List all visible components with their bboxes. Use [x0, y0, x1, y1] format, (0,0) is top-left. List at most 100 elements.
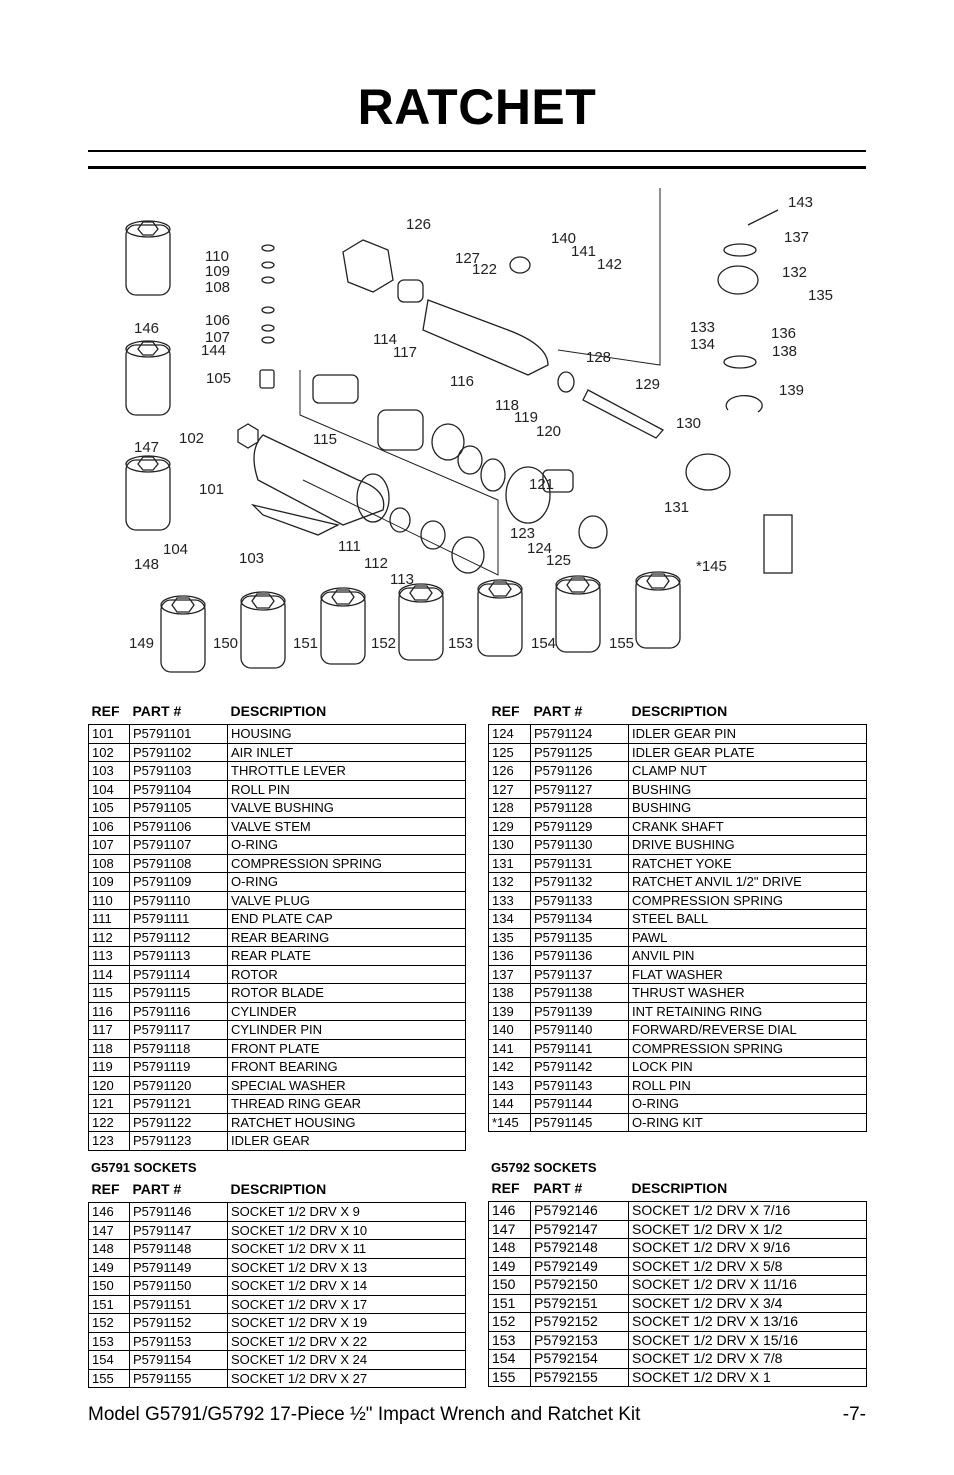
part-number-cell: P5791107	[129, 835, 228, 855]
description-cell: COMPRESSION SPRING	[227, 853, 466, 873]
description-cell: REAR PLATE	[227, 946, 466, 966]
cylinder-drawing	[377, 409, 424, 451]
part-header: PART #	[533, 1180, 583, 1196]
description-cell: BUSHING	[628, 779, 867, 799]
ref-cell: 135	[488, 927, 531, 947]
part-number-cell: P5792146	[530, 1201, 629, 1221]
part-number-cell: P5791141	[530, 1038, 629, 1058]
description-cell: SOCKET 1/2 DRV X 7/16	[628, 1201, 867, 1221]
ref-header: REF	[91, 1181, 120, 1197]
description-cell: FORWARD/REVERSE DIAL	[628, 1020, 867, 1040]
part-callout-label: 148	[134, 556, 159, 573]
thrust-washer-drawing	[723, 355, 757, 369]
part-number-cell: P5791101	[129, 724, 228, 744]
air-inlet-drawing	[237, 423, 259, 449]
retaining-ring-drawing	[725, 394, 763, 413]
description-cell: SOCKET 1/2 DRV X 7/8	[628, 1349, 867, 1369]
description-cell: SOCKET 1/2 DRV X 14	[227, 1276, 466, 1296]
part-callout-label: 140	[551, 230, 576, 247]
ref-cell: 108	[88, 853, 130, 873]
bushing-drawing	[397, 279, 424, 303]
part-callout-label: 139	[779, 382, 804, 399]
part-number-cell: P5791131	[530, 853, 629, 873]
description-cell: CYLINDER PIN	[227, 1020, 466, 1040]
ref-cell: 143	[488, 1075, 531, 1095]
part-number-cell: P5791133	[530, 890, 629, 910]
ref-cell: 107	[88, 835, 130, 855]
part-number-cell: P5792147	[530, 1219, 629, 1239]
description-cell: ANVIL PIN	[628, 946, 867, 966]
description-cell: CLAMP NUT	[628, 761, 867, 781]
part-number-cell: P5791110	[129, 890, 228, 910]
part-number-cell: P5791105	[129, 798, 228, 818]
title-rule-thick	[88, 166, 866, 169]
description-cell: SOCKET 1/2 DRV X 13/16	[628, 1312, 867, 1332]
ref-cell: 148	[88, 1239, 130, 1259]
part-callout-label: 116	[450, 373, 474, 390]
part-number-cell: P5791103	[129, 761, 228, 781]
description-cell: RATCHET ANVIL 1/2" DRIVE	[628, 872, 867, 892]
socket-hex-drawing	[251, 593, 275, 609]
part-number-cell: P5791137	[530, 964, 629, 984]
ref-cell: 127	[488, 779, 531, 799]
description-cell: IDLER GEAR	[227, 1131, 466, 1151]
page-number: -7-	[842, 1404, 866, 1425]
ref-cell: 126	[488, 761, 531, 781]
description-cell: VALVE PLUG	[227, 890, 466, 910]
description-cell: RATCHET HOUSING	[227, 1112, 466, 1132]
ref-cell: 118	[88, 1038, 130, 1058]
flat-washer-drawing	[723, 243, 757, 257]
part-callout-label: 142	[597, 256, 622, 273]
ref-cell: 154	[488, 1349, 531, 1369]
ref-header: REF	[491, 1180, 520, 1196]
ref-cell: 110	[88, 890, 130, 910]
description-cell: SOCKET 1/2 DRV X 22	[227, 1331, 466, 1351]
valve-part-drawing	[261, 336, 275, 344]
description-cell: SOCKET 1/2 DRV X 11	[227, 1239, 466, 1259]
clamp-nut-drawing	[342, 239, 394, 293]
ref-cell: 153	[88, 1331, 130, 1351]
ref-cell: 112	[88, 927, 130, 947]
part-number-cell: P5792151	[530, 1293, 629, 1313]
ref-cell: 128	[488, 798, 531, 818]
part-number-cell: P5791152	[129, 1313, 228, 1333]
ref-cell: 147	[488, 1219, 531, 1239]
part-callout-label: 128	[586, 349, 611, 366]
socket-top-drawing	[125, 220, 171, 238]
ref-cell: 120	[88, 1075, 130, 1095]
socket-drawing	[555, 579, 601, 653]
socket-hex-drawing	[137, 221, 159, 236]
part-number-cell: P5791127	[530, 779, 629, 799]
part-callout-label: 144	[201, 342, 226, 359]
part-number-cell: P5791109	[129, 872, 228, 892]
part-number-cell: P5791115	[129, 983, 228, 1003]
part-number-cell: P5791143	[530, 1075, 629, 1095]
part-number-cell: P5791119	[129, 1057, 228, 1077]
description-cell: FRONT BEARING	[227, 1057, 466, 1077]
part-callout-label: 107	[205, 329, 230, 346]
part-callout-label: 110	[205, 248, 229, 265]
description-cell: ROLL PIN	[227, 779, 466, 799]
ref-cell: 146	[88, 1202, 130, 1222]
description-cell: SOCKET 1/2 DRV X 15/16	[628, 1330, 867, 1350]
description-cell: COMPRESSION SPRING	[628, 890, 867, 910]
description-header: DESCRIPTION	[230, 1181, 327, 1197]
ref-cell: 111	[88, 909, 130, 929]
end-plate-drawing	[420, 520, 446, 550]
